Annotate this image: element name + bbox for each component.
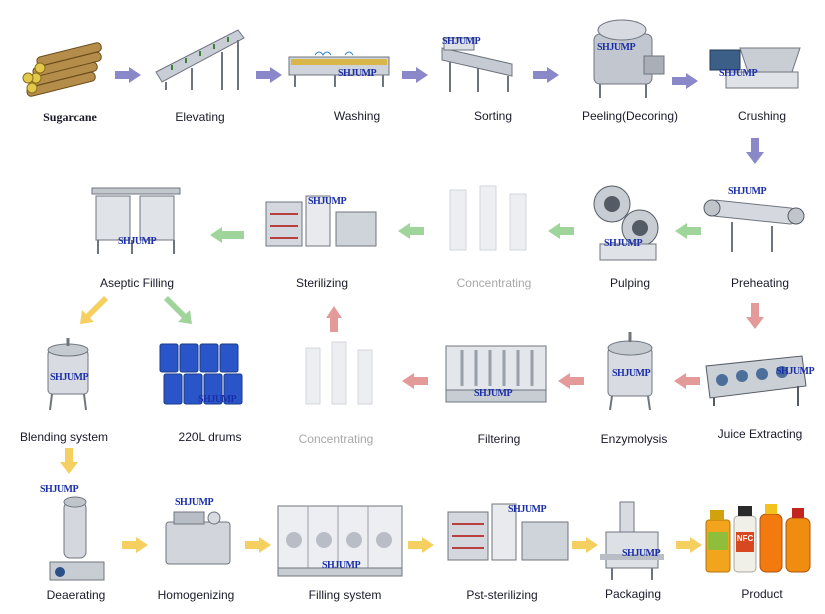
aseptic-filler-image (91, 187, 181, 254)
brand-watermark: SHJUMP (50, 372, 89, 383)
product-label-nfc: NFC (736, 534, 754, 543)
brand-watermark: SHJUMP (198, 394, 237, 405)
arrow-left (675, 223, 701, 239)
step-label-sugarcane: Sugarcane (43, 110, 97, 124)
brand-watermark: SHJUMP (442, 36, 481, 47)
arrow-up (326, 306, 342, 332)
step-label-concentrating-top: Concentrating (456, 276, 532, 290)
peeling-machine-image (593, 19, 665, 98)
brand-watermark: SHJUMP (474, 388, 513, 399)
arrow-right (256, 67, 282, 83)
washing-machine-image (288, 51, 390, 87)
brand-watermark: SHJUMP (338, 68, 377, 79)
brand-watermark: SHJUMP (40, 484, 79, 495)
drums-image (159, 343, 243, 405)
step-label-packaging: Packaging (604, 587, 662, 601)
deaerator-image (49, 496, 105, 581)
brand-watermark: SHJUMP (622, 548, 661, 559)
step-label-sorting: Sorting (473, 109, 513, 123)
brand-watermark: SHJUMP (719, 68, 758, 79)
brand-watermark: SHJUMP (612, 368, 651, 379)
step-label-concentrating-mid: Concentrating (298, 432, 374, 446)
step-label-crushing: Crushing (737, 109, 787, 123)
step-label-washing: Washing (333, 109, 381, 123)
packaging-machine-image (600, 501, 664, 580)
step-label-deaerating: Deaerating (46, 588, 106, 602)
sugarcane-image (22, 42, 102, 97)
arrow-left (548, 223, 574, 239)
homogenizer-image (165, 511, 231, 565)
juice-bottles-image (705, 504, 811, 573)
enzymolysis-tank-image (607, 332, 653, 411)
arrow-right (672, 73, 698, 89)
brand-watermark: SHJUMP (118, 236, 157, 247)
step-label-pulping: Pulping (609, 276, 651, 290)
sterilizer-image (265, 195, 377, 247)
filling-machine-image (277, 505, 403, 577)
concentrator-image (449, 185, 527, 251)
step-label-sterilizing: Sterilizing (295, 276, 349, 290)
arrow-right (676, 537, 702, 553)
crusher-image (709, 47, 801, 89)
brand-watermark: SHJUMP (776, 366, 815, 377)
arrow-right (122, 537, 148, 553)
filter-unit-image (445, 345, 547, 403)
step-label-pst-sterilizing: Pst-sterilizing (466, 588, 538, 602)
step-label-product: Product (741, 587, 783, 601)
brand-watermark: SHJUMP (308, 196, 347, 207)
belt-press-image (705, 355, 807, 406)
arrow-right (402, 67, 428, 83)
arrow-right (115, 67, 141, 83)
step-label-blending: Blending system (19, 430, 109, 444)
arrow-down (746, 303, 764, 329)
elevator-conveyor-image (155, 29, 245, 90)
preheater-image (703, 199, 805, 252)
arrow-down (60, 448, 78, 474)
brand-watermark: SHJUMP (597, 42, 636, 53)
brand-watermark: SHJUMP (728, 186, 767, 197)
pasteurizer-image (447, 503, 569, 561)
step-label-homogenizing: Homogenizing (157, 588, 235, 602)
arrow-left (210, 227, 244, 243)
pulper-image (593, 185, 659, 261)
step-label-filtering: Filtering (477, 432, 521, 446)
concentrator-image (305, 341, 373, 405)
arrow-down (746, 138, 764, 164)
arrow-left (558, 373, 584, 389)
arrow-left (398, 223, 424, 239)
brand-watermark: SHJUMP (508, 504, 547, 515)
step-label-juice-extracting: Juice Extracting (717, 427, 803, 441)
arrow-down-right (164, 296, 192, 324)
step-label-preheating: Preheating (730, 276, 790, 290)
arrow-left (674, 373, 700, 389)
blending-tank-image (47, 338, 89, 411)
arrow-right (245, 537, 271, 553)
brand-watermark: SHJUMP (604, 238, 643, 249)
brand-watermark: SHJUMP (175, 497, 214, 508)
brand-watermark: SHJUMP (322, 560, 361, 571)
step-label-drums: 220L drums (178, 430, 242, 444)
arrow-down-left (80, 296, 108, 324)
sorting-machine-image (441, 37, 513, 92)
step-label-peeling: Peeling(Decoring) (581, 109, 679, 123)
step-label-elevating: Elevating (175, 110, 225, 124)
arrow-right (572, 537, 598, 553)
step-label-aseptic-filling: Aseptic Filling (99, 276, 175, 290)
arrow-right (408, 537, 434, 553)
step-label-enzymolysis: Enzymolysis (600, 432, 668, 446)
step-label-filling: Filling system (308, 588, 382, 602)
arrow-right (533, 67, 559, 83)
arrow-left (402, 373, 428, 389)
